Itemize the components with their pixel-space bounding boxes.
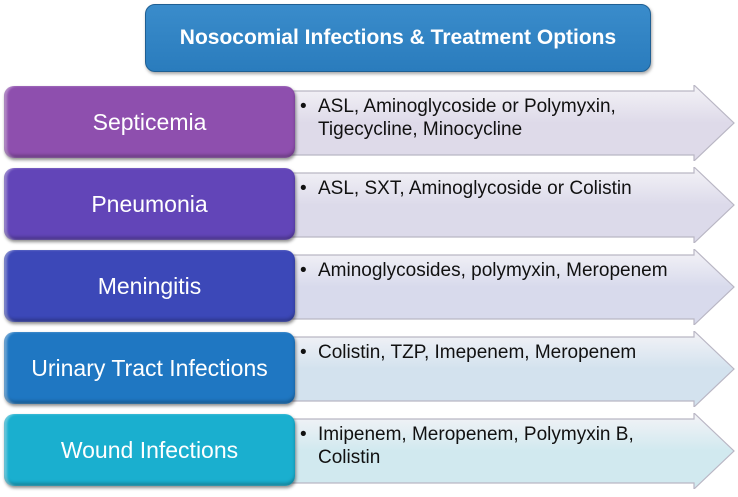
treatment-text: • ASL, SXT, Aminoglycoside or Colistin [300, 177, 700, 200]
infection-label-box: Wound Infections [4, 414, 295, 486]
treatment-text: • Aminoglycosides, polymyxin, Meropenem [300, 259, 700, 282]
infection-row: • Aminoglycosides, polymyxin, Meropenem … [0, 249, 738, 325]
bullet-icon: • [300, 96, 307, 117]
bullet-icon: • [300, 424, 307, 445]
bullet-icon: • [300, 260, 307, 281]
treatment-arrow-shape [284, 413, 736, 489]
bullet-icon: • [300, 178, 307, 199]
treatment-text: • ASL, Aminoglycoside or Polymyxin, Tige… [300, 95, 700, 141]
treatment-arrow-shape [284, 331, 736, 407]
infection-label-box: Septicemia [4, 86, 295, 158]
treatment-list: ASL, SXT, Aminoglycoside or Colistin [318, 178, 632, 199]
infection-label: Urinary Tract Infections [31, 354, 268, 381]
infection-label: Septicemia [92, 108, 207, 135]
infection-row: • ASL, SXT, Aminoglycoside or Colistin P… [0, 167, 738, 243]
infection-label-box: Meningitis [4, 250, 295, 322]
infection-label-box: Urinary Tract Infections [4, 332, 295, 404]
infection-label: Pneumonia [91, 190, 208, 217]
infection-row: • Imipenem, Meropenem, Polymyxin B, Coli… [0, 413, 738, 489]
diagram-title: Nosocomial Infections & Treatment Option… [145, 4, 651, 72]
treatment-arrow-shape [284, 249, 736, 325]
treatment-list: Imipenem, Meropenem, Polymyxin B, Colist… [318, 424, 634, 468]
infection-row: • Colistin, TZP, Imepenem, Meropenem Uri… [0, 331, 738, 407]
infection-row: • ASL, Aminoglycoside or Polymyxin, Tige… [0, 85, 738, 161]
infection-label-box: Pneumonia [4, 168, 295, 240]
treatment-arrow-shape [284, 167, 736, 243]
treatment-list: ASL, Aminoglycoside or Polymyxin, Tigecy… [318, 96, 616, 140]
bullet-icon: • [300, 342, 307, 363]
treatment-arrow-shape [284, 85, 736, 161]
treatment-text: • Colistin, TZP, Imepenem, Meropenem [300, 341, 700, 364]
treatment-list: Aminoglycosides, polymyxin, Meropenem [318, 260, 668, 281]
infection-label: Meningitis [97, 272, 202, 299]
treatment-list: Colistin, TZP, Imepenem, Meropenem [318, 342, 637, 363]
infection-label: Wound Infections [60, 436, 239, 463]
treatment-text: • Imipenem, Meropenem, Polymyxin B, Coli… [300, 423, 700, 469]
